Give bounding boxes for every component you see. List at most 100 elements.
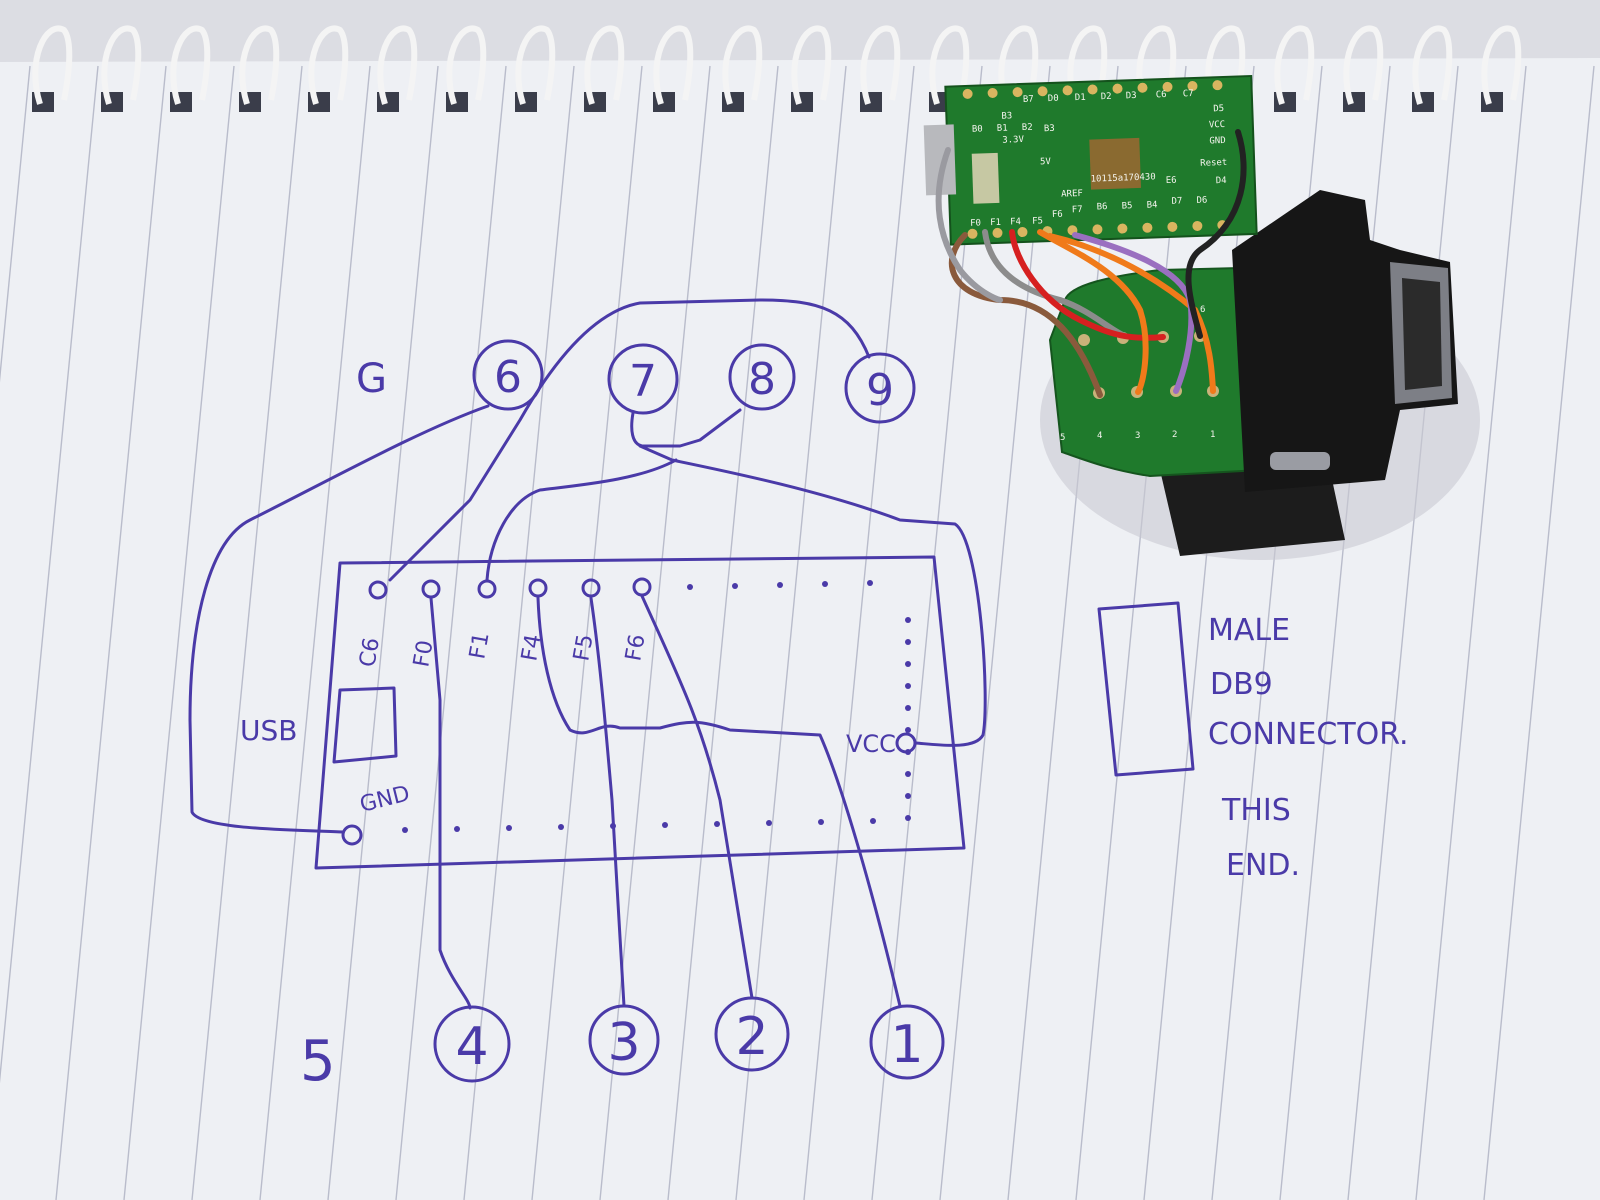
spiral-loop [1274, 25, 1315, 105]
svg-text:D5: D5 [1213, 104, 1224, 114]
svg-text:3.3V: 3.3V [1002, 135, 1025, 146]
usb-connector [923, 124, 957, 196]
spiral-loop [1067, 25, 1108, 105]
diagram-wires [188, 298, 987, 1010]
label-f6: F6 [621, 632, 650, 663]
board-dot [905, 793, 911, 799]
board-dot [558, 824, 564, 830]
ruled-line [667, 65, 779, 1200]
wire-7-8-join [630, 408, 742, 448]
note-line-1: MALE [1208, 613, 1290, 648]
svg-text:B3: B3 [1044, 124, 1055, 134]
board-dot [905, 771, 911, 777]
smd-pad [971, 152, 1000, 204]
pin-hole-c6 [368, 580, 388, 600]
svg-text:B6: B6 [1096, 202, 1107, 212]
label-c6: C6 [355, 636, 385, 669]
svg-text:4: 4 [1097, 431, 1102, 441]
board-dot [870, 818, 876, 824]
spiral-loop [515, 25, 556, 105]
pin-hole-f4 [528, 578, 548, 598]
pin-2: 2 [714, 996, 790, 1072]
board-dot [506, 825, 512, 831]
svg-text:D3: D3 [1126, 91, 1137, 101]
teensy-pin-hole [1162, 81, 1173, 92]
svg-text:D6: D6 [1196, 196, 1207, 206]
note-line-3: CONNECTOR. [1208, 717, 1409, 752]
pin-2-label: 2 [735, 1007, 768, 1067]
spiral-loop [929, 25, 970, 105]
board-dot [822, 581, 828, 587]
teensy-pin-hole [967, 228, 978, 239]
wire-8-to-f1 [485, 458, 678, 582]
teensy-pin-hole [1087, 84, 1098, 95]
teensy-pin-hole [992, 227, 1003, 238]
spiral-loop [1481, 25, 1522, 105]
svg-text:B4: B4 [1146, 200, 1157, 210]
board-dot [766, 820, 772, 826]
spiral-loop [1205, 25, 1246, 105]
db9-pins-area [1402, 278, 1442, 390]
teensy-pin-hole [1117, 223, 1128, 234]
ruled-line [123, 65, 235, 1200]
teensy-pin-hole [987, 88, 998, 99]
svg-text:B0: B0 [972, 124, 983, 134]
teensy-pin-hole [1187, 81, 1198, 92]
board-dot [905, 727, 911, 733]
pin-4: 4 [433, 1005, 511, 1083]
db9-adapter-pcb [1048, 266, 1262, 478]
svg-text:3: 3 [1135, 431, 1140, 441]
svg-text:B7: B7 [1023, 95, 1034, 105]
pin-4-label: 4 [455, 1017, 488, 1077]
ruled-line [1415, 65, 1527, 1200]
board-dot [905, 617, 911, 623]
ruled-line [1075, 65, 1187, 1200]
hardware-photo: 5 4 3 2 1 6 C7 C6 D3 D2 D1 D0 [923, 74, 1480, 560]
pin-8: 8 [728, 343, 796, 411]
svg-text:5: 5 [1060, 433, 1065, 443]
wire-f0-to-4 [429, 596, 472, 1010]
board-dot [714, 821, 720, 827]
teensy-pin-hole [1112, 83, 1123, 94]
svg-text:D2: D2 [1101, 92, 1112, 102]
teensy-board: C7 C6 D3 D2 D1 D0 B7 B3 B2 B1 B0 D5 VCC … [923, 74, 1258, 246]
teensy-pin-hole [1137, 82, 1148, 93]
connector-box [1097, 601, 1195, 777]
wire-6-to-gnd [188, 404, 490, 834]
teensy-pin-hole [1012, 87, 1023, 98]
spiral-loop [860, 25, 901, 105]
teensy-pin-hole [1142, 222, 1153, 233]
wire-grey-2 [935, 147, 1003, 303]
svg-text:F0: F0 [970, 218, 981, 228]
board-dot [867, 580, 873, 586]
wire-f6-to-2 [640, 594, 754, 1000]
spiral-loop [446, 25, 487, 105]
teensy-pin-hole [1037, 86, 1048, 97]
board-dot [687, 584, 693, 590]
label-f5: F5 [569, 632, 598, 663]
jumper-wires [935, 129, 1247, 398]
svg-text:D7: D7 [1171, 196, 1182, 206]
spiral-loop [791, 25, 832, 105]
note-line-4: THIS [1221, 793, 1291, 828]
db9-screw [1270, 452, 1330, 470]
spiral-loop [722, 25, 763, 105]
ruled-line [395, 65, 507, 1200]
ruled-line [191, 65, 303, 1200]
ruled-line [1347, 65, 1459, 1200]
board-dot [905, 683, 911, 689]
svg-text:E6: E6 [1166, 176, 1177, 186]
svg-text:B3: B3 [1001, 111, 1012, 121]
pin-1: 1 [869, 1004, 945, 1080]
board-dot [662, 822, 668, 828]
spiral-loop [101, 25, 142, 105]
pin-7: 7 [607, 343, 679, 415]
pin-3: 3 [588, 1004, 660, 1076]
gnd-hole [341, 824, 363, 846]
spiral-loop [170, 25, 211, 105]
svg-text:5V: 5V [1040, 157, 1052, 167]
svg-text:F1: F1 [990, 218, 1001, 228]
pin-1-label: 1 [890, 1015, 923, 1075]
wiring-diagram: C6 F0 F1 F4 F5 F6 USB GND VCC G 6 7 8 9 [188, 298, 1409, 1094]
